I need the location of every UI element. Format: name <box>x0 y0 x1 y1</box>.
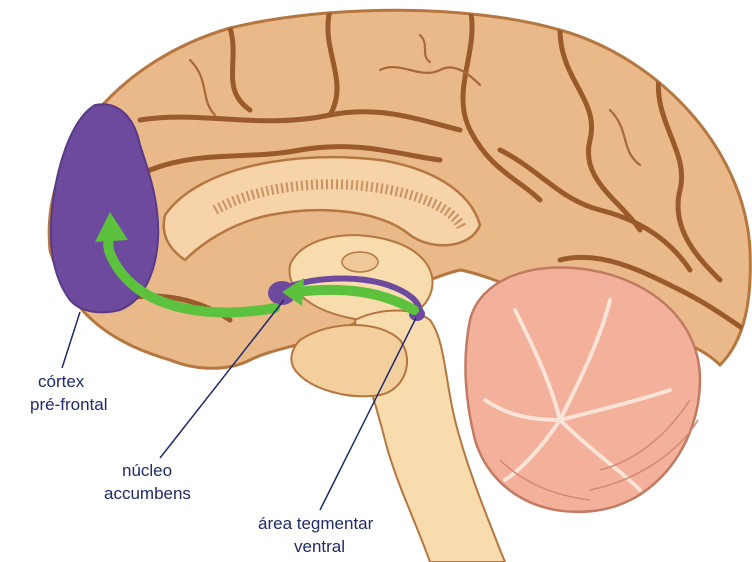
label-accumbens-line1: núcleo <box>122 461 172 480</box>
leader-line-vta <box>319 317 417 511</box>
label-vta-line1: área tegmentar <box>258 514 374 533</box>
dopamine-pathway-arrows <box>95 212 419 318</box>
midbrain-nucleus <box>341 251 379 273</box>
pathway-arrowhead-accumbens <box>282 278 304 306</box>
mesolimbic-band <box>282 275 423 313</box>
leader-lines <box>61 299 417 511</box>
leader-line-prefrontal <box>61 311 81 369</box>
corpus-callosum <box>162 155 482 262</box>
pons <box>290 324 409 398</box>
cerebellar-folia <box>499 399 699 501</box>
label-vta-line2: ventral <box>294 537 345 556</box>
arbor-vitae <box>483 298 672 492</box>
callosum-striations <box>212 179 467 231</box>
label-prefrontal-line1: córtex <box>38 372 85 391</box>
pathway-arrowhead-prefrontal <box>95 212 128 242</box>
prefrontal-cortex-region <box>49 103 160 314</box>
pathway-arrow-vta-to-accumbens <box>291 284 419 315</box>
label-accumbens-line2: accumbens <box>104 484 191 503</box>
label-prefrontal-line2: pré-frontal <box>30 395 107 414</box>
leader-line-accumbens <box>159 299 285 459</box>
pathway-arrow-to-prefrontal <box>103 227 280 318</box>
